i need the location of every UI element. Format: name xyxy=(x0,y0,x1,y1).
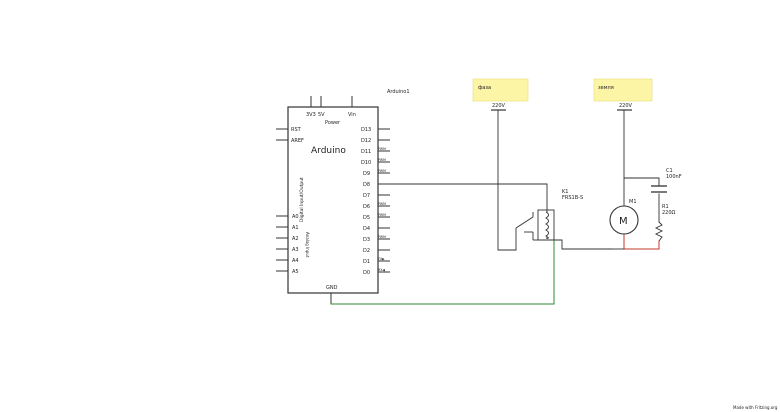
arduino-top-pins: 3V3 5V Vin Power xyxy=(306,96,356,126)
pin-label-a4: A4 xyxy=(292,258,299,264)
resistor-value: 220Ω xyxy=(662,210,676,216)
motor-icon xyxy=(609,205,639,235)
analog-input-label: Analog Input xyxy=(305,232,310,258)
supply-left: 220V xyxy=(491,103,506,111)
pin-label-d4: D4 xyxy=(363,226,370,232)
pin-label-aref: AREF xyxy=(291,138,304,144)
power-label: Power xyxy=(325,120,341,126)
wire-motor-bottom xyxy=(623,234,660,250)
capacitor-c1: C1 100nF xyxy=(651,168,682,193)
phase-note-text: фаза xyxy=(478,85,491,91)
capacitor-value: 100nF xyxy=(666,174,682,180)
pin-label-d9: D9 xyxy=(363,171,370,177)
motor-m1: M1 M xyxy=(609,199,639,235)
arduino-body xyxy=(287,106,379,294)
pwm-marker-d11: PWM xyxy=(378,147,386,151)
pin-label-d12: D12 xyxy=(361,138,371,144)
pin-label-d7: D7 xyxy=(363,193,370,199)
pin-label-a1: A1 xyxy=(292,225,299,231)
relay-coil-box xyxy=(537,209,555,241)
digital-io-label: Digital Input/Output xyxy=(299,177,305,222)
wire-d6-to-relay xyxy=(389,183,548,213)
pin-label-d10: D10 xyxy=(361,160,371,166)
pwm-marker-d9: PWM xyxy=(378,169,386,173)
relay-ref: K1 xyxy=(562,189,568,195)
pin-label-a5: A5 xyxy=(292,269,299,275)
relay-k1: K1 FRS1B-S xyxy=(515,189,583,250)
arduino-title: Arduino xyxy=(311,146,346,156)
pin-label-d2: D2 xyxy=(363,248,370,254)
gnd-label: GND xyxy=(326,285,338,291)
arduino-block: Arduino1 Arduino 3V3 5V Vin Power RST AR… xyxy=(276,89,410,304)
relay-model: FRS1B-S xyxy=(562,195,583,201)
wire-to-capacitor xyxy=(623,177,660,187)
ground-note-text: земля xyxy=(598,85,614,91)
wire-phase-to-relay xyxy=(497,109,517,251)
arduino-part-label: Arduino1 xyxy=(387,89,410,95)
phase-note: фаза xyxy=(472,78,529,102)
pin-label-a0: A0 xyxy=(292,214,299,220)
pin-label-d11: D11 xyxy=(361,149,371,155)
ground-note-box xyxy=(593,78,653,102)
phase-note-box xyxy=(472,78,529,102)
wire-relay-to-gnd xyxy=(330,239,555,305)
supply-right-voltage: 220V xyxy=(619,103,633,109)
pin-label-d8: D8 xyxy=(363,182,370,188)
pwm-marker-d5: PWM xyxy=(378,213,386,217)
ground-note: земля xyxy=(593,78,653,102)
pin-label-a3: A3 xyxy=(292,247,299,253)
capacitor-ref: C1 xyxy=(666,168,673,174)
pin-label-d0: D0 xyxy=(363,270,370,276)
pin-label-vin: Vin xyxy=(348,112,356,118)
resistor-zigzag-icon xyxy=(654,221,664,242)
fritzing-credit: Made with Fritzing.org xyxy=(733,405,778,410)
pin-label-d1: D1 xyxy=(363,259,370,265)
supply-left-voltage: 220V xyxy=(492,103,506,109)
tx-marker: TX▶ xyxy=(377,257,385,261)
pwm-marker-d6: PWM xyxy=(378,202,386,206)
wire-relay-to-load xyxy=(546,239,613,250)
pin-label-5v: 5V xyxy=(318,112,325,118)
pin-label-d5: D5 xyxy=(363,215,370,221)
arduino-left-top-pins: RST AREF xyxy=(276,127,304,144)
wires xyxy=(330,109,660,305)
arduino-analog-pins: A0 A1 A2 A3 A4 A5 Analog Input xyxy=(276,214,310,275)
pin-label-d6: D6 xyxy=(363,204,370,210)
pwm-marker-d10: PWM xyxy=(378,158,386,162)
pin-label-rst: RST xyxy=(291,127,302,133)
pin-label-3v3: 3V3 xyxy=(306,112,316,118)
resistor-ref: R1 xyxy=(662,204,669,210)
rx-marker: RX◀ xyxy=(378,268,385,272)
pin-label-d3: D3 xyxy=(363,237,370,243)
relay-coil-icon xyxy=(545,211,549,239)
pwm-marker-d3: PWM xyxy=(378,235,386,239)
resistor-r1: R1 220Ω xyxy=(654,204,676,242)
supply-right: 220V xyxy=(617,103,633,111)
motor-ref: M1 xyxy=(629,199,637,205)
arduino-digital-pins: D13 D12 D11 D10 D9 D8 D7 D6 D5 D4 D3 D2 … xyxy=(299,127,390,276)
motor-symbol: M xyxy=(619,216,628,227)
pin-label-d13: D13 xyxy=(361,127,371,133)
pin-label-a2: A2 xyxy=(292,236,299,242)
